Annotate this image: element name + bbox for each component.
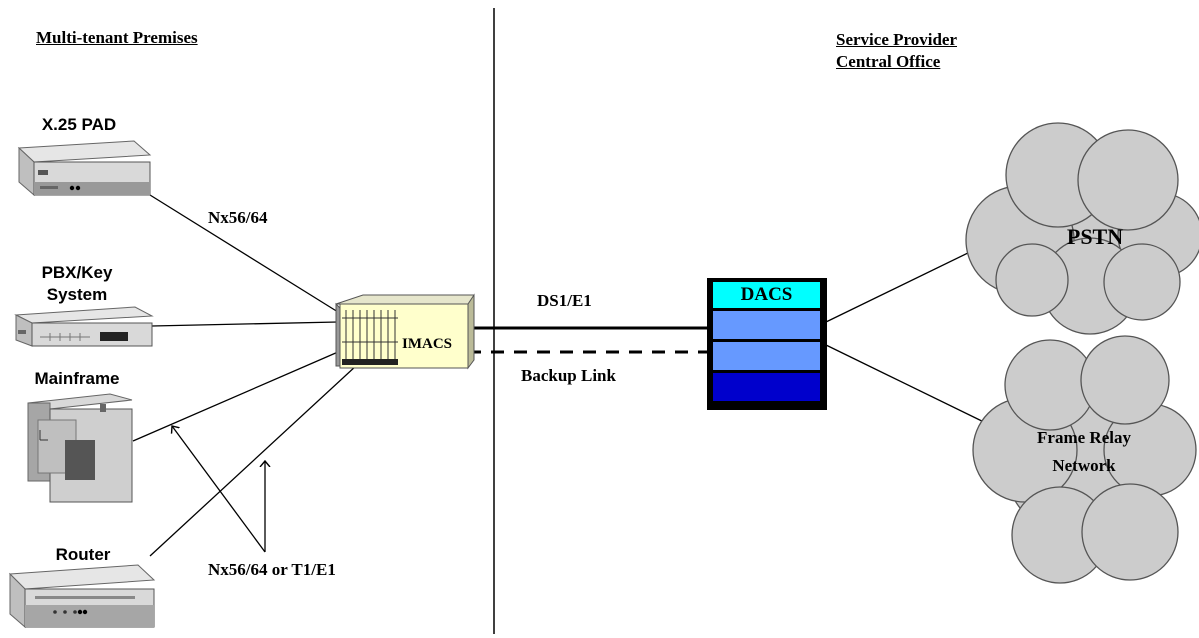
ds1-label: DS1/E1 [537, 291, 592, 310]
router-label: Router [55, 545, 111, 564]
pad-link [149, 194, 339, 313]
dacs-device [707, 278, 827, 410]
nx56-bottom-label: Nx56/64 or T1/E1 [208, 560, 336, 579]
premises-header: Multi-tenant Premises [36, 28, 198, 47]
provider-header-line2: Central Office [836, 52, 941, 71]
frame-relay-label-line2: Network [1052, 456, 1116, 475]
pbx-device [14, 306, 154, 347]
dacs-slot-1 [713, 311, 820, 339]
dacs-slot-2 [713, 342, 820, 370]
imacs-device [335, 293, 475, 370]
pstn-cloud [965, 122, 1199, 335]
dacs-frame-link [825, 344, 991, 426]
pbx-label-line1: PBX/Key [41, 263, 113, 282]
pstn-label: PSTN [1066, 224, 1124, 249]
annotation-arrow-left [172, 426, 266, 553]
dacs-pstn-link [825, 250, 973, 323]
imacs-card-slots [342, 310, 398, 362]
pbx-label-line2: System [46, 285, 108, 304]
imacs-label: IMACS [402, 336, 453, 352]
backup-link-label: Backup Link [521, 366, 616, 385]
pbx-link [151, 321, 339, 327]
dacs-label: DACS [740, 284, 793, 305]
provider-header-line1: Service Provider [836, 30, 958, 49]
dacs-slot-3 [713, 373, 820, 401]
mainframe-device [27, 393, 133, 503]
x25-pad-device [17, 140, 152, 197]
router-link [149, 364, 358, 557]
frame-relay-cloud [972, 335, 1197, 584]
mainframe-label: Mainframe [34, 369, 120, 388]
frame-relay-label-line1: Frame Relay [1037, 428, 1131, 447]
nx56-top-label: Nx56/64 [208, 208, 268, 227]
pad-label: X.25 PAD [41, 115, 117, 134]
mainframe-link [132, 351, 339, 442]
router-device [8, 564, 156, 629]
dacs-header-panel [713, 282, 820, 308]
